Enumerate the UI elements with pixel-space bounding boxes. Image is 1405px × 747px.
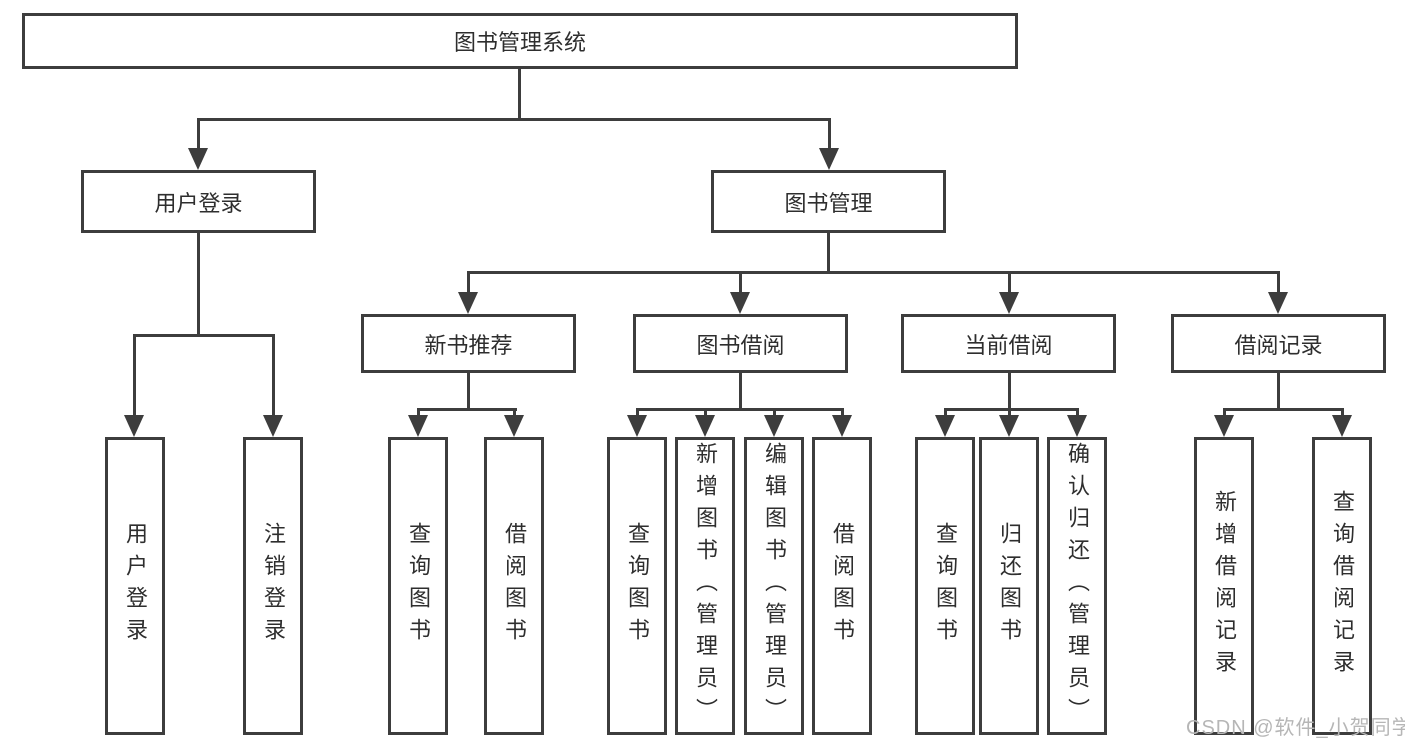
- connector-line: [1223, 408, 1226, 417]
- arrow-down-icon: [819, 148, 839, 170]
- connector-line: [773, 408, 776, 417]
- connector-line: [1341, 408, 1344, 417]
- leaf-query-borrow-record: 查询借阅记录: [1312, 437, 1372, 735]
- arrow-down-icon: [263, 415, 283, 437]
- connector-line: [518, 69, 521, 121]
- arrow-down-icon: [1332, 415, 1352, 437]
- node-user-login: 用户登录: [81, 170, 316, 233]
- arrow-down-icon: [999, 292, 1019, 314]
- connector-line: [197, 233, 200, 337]
- connector-line: [1008, 271, 1011, 294]
- leaf-add-borrow-record: 新增借阅记录: [1194, 437, 1254, 735]
- leaf-confirm-return-admin: 确认归还（管理员）: [1047, 437, 1107, 735]
- arrow-down-icon: [764, 415, 784, 437]
- connector-line: [197, 118, 830, 121]
- arrow-down-icon: [730, 292, 750, 314]
- connector-line: [944, 408, 947, 417]
- connector-line: [1008, 408, 1011, 417]
- connector-line: [944, 408, 1079, 411]
- arrow-down-icon: [458, 292, 478, 314]
- leaf-logout-login: 注销登录: [243, 437, 303, 735]
- connector-line: [513, 408, 516, 417]
- connector-line: [739, 373, 742, 411]
- arrow-down-icon: [124, 415, 144, 437]
- connector-line: [133, 334, 136, 417]
- connector-line: [827, 233, 830, 274]
- connector-line: [841, 408, 844, 417]
- node-borrow-records: 借阅记录: [1171, 314, 1386, 373]
- connector-line: [1277, 271, 1280, 294]
- connector-line: [1076, 408, 1079, 417]
- connector-line: [828, 118, 831, 150]
- leaf-query-book-1: 查询图书: [388, 437, 448, 735]
- arrow-down-icon: [408, 415, 428, 437]
- connector-line: [272, 334, 275, 417]
- node-root: 图书管理系统: [22, 13, 1018, 69]
- arrow-down-icon: [627, 415, 647, 437]
- arrow-down-icon: [832, 415, 852, 437]
- node-new-book-recommend: 新书推荐: [361, 314, 576, 373]
- leaf-return-book: 归还图书: [979, 437, 1039, 735]
- arrow-down-icon: [188, 148, 208, 170]
- watermark: CSDN @软件_小贺同学: [1186, 717, 1405, 739]
- arrow-down-icon: [1214, 415, 1234, 437]
- node-current-borrow: 当前借阅: [901, 314, 1116, 373]
- leaf-user-login: 用户登录: [105, 437, 165, 735]
- leaf-borrow-book-2: 借阅图书: [812, 437, 872, 735]
- connector-line: [1277, 373, 1280, 411]
- arrow-down-icon: [1067, 415, 1087, 437]
- arrow-down-icon: [935, 415, 955, 437]
- leaf-query-book-2: 查询图书: [607, 437, 667, 735]
- connector-line: [467, 271, 1280, 274]
- connector-line: [1223, 408, 1342, 411]
- leaf-add-book-admin: 新增图书（管理员）: [675, 437, 735, 735]
- leaf-edit-book-admin: 编辑图书（管理员）: [744, 437, 804, 735]
- connector-line: [133, 334, 275, 337]
- node-book-management: 图书管理: [711, 170, 946, 233]
- connector-line: [739, 271, 742, 294]
- node-book-borrow: 图书借阅: [633, 314, 848, 373]
- arrow-down-icon: [695, 415, 715, 437]
- connector-line: [197, 118, 200, 150]
- connector-line: [636, 408, 639, 417]
- connector-line: [1008, 373, 1011, 411]
- connector-line: [417, 408, 420, 417]
- connector-line: [417, 408, 517, 411]
- connector-line: [636, 408, 843, 411]
- leaf-query-book-3: 查询图书: [915, 437, 975, 735]
- leaf-borrow-book-1: 借阅图书: [484, 437, 544, 735]
- arrow-down-icon: [504, 415, 524, 437]
- connector-line: [467, 373, 470, 411]
- connector-line: [704, 408, 707, 417]
- arrow-down-icon: [1268, 292, 1288, 314]
- connector-line: [467, 271, 470, 294]
- arrow-down-icon: [999, 415, 1019, 437]
